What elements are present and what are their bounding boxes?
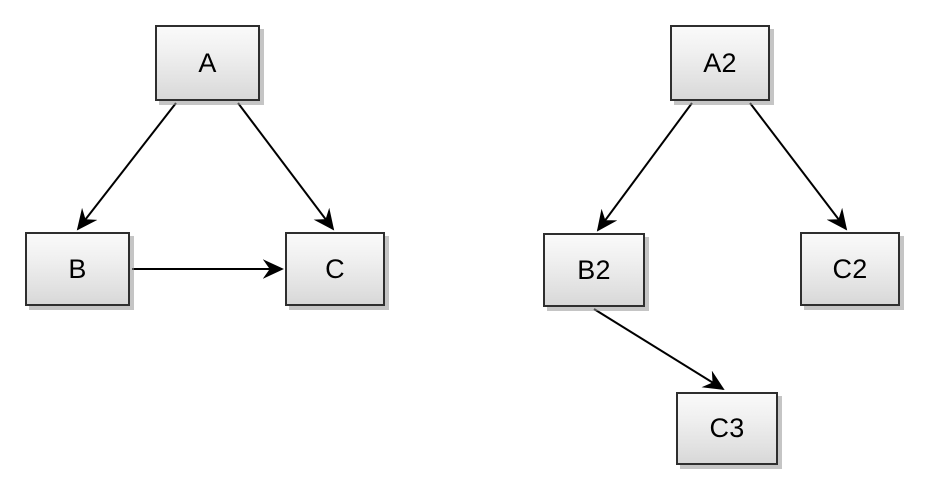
- node-c3[interactable]: C3: [676, 392, 778, 465]
- node-a2[interactable]: A2: [670, 25, 770, 101]
- node-label-a2: A2: [703, 47, 737, 78]
- node-label-a: A: [198, 47, 217, 78]
- node-b2[interactable]: B2: [543, 233, 645, 307]
- node-label-b2: B2: [577, 254, 611, 285]
- node-a[interactable]: A: [155, 25, 260, 101]
- node-label-c2: C2: [832, 253, 868, 284]
- edge-b2-to-c3[interactable]: [593, 308, 723, 389]
- node-c2[interactable]: C2: [800, 232, 900, 306]
- node-label-c: C: [325, 253, 345, 284]
- node-label-b: B: [68, 253, 87, 284]
- edge-a-to-b[interactable]: [78, 102, 177, 229]
- edge-a2-to-c2[interactable]: [749, 102, 846, 229]
- edge-a-to-c[interactable]: [237, 102, 333, 229]
- node-label-c3: C3: [709, 413, 745, 443]
- node-b[interactable]: B: [25, 232, 130, 306]
- node-c[interactable]: C: [285, 232, 385, 306]
- edge-a2-to-b2[interactable]: [598, 102, 693, 230]
